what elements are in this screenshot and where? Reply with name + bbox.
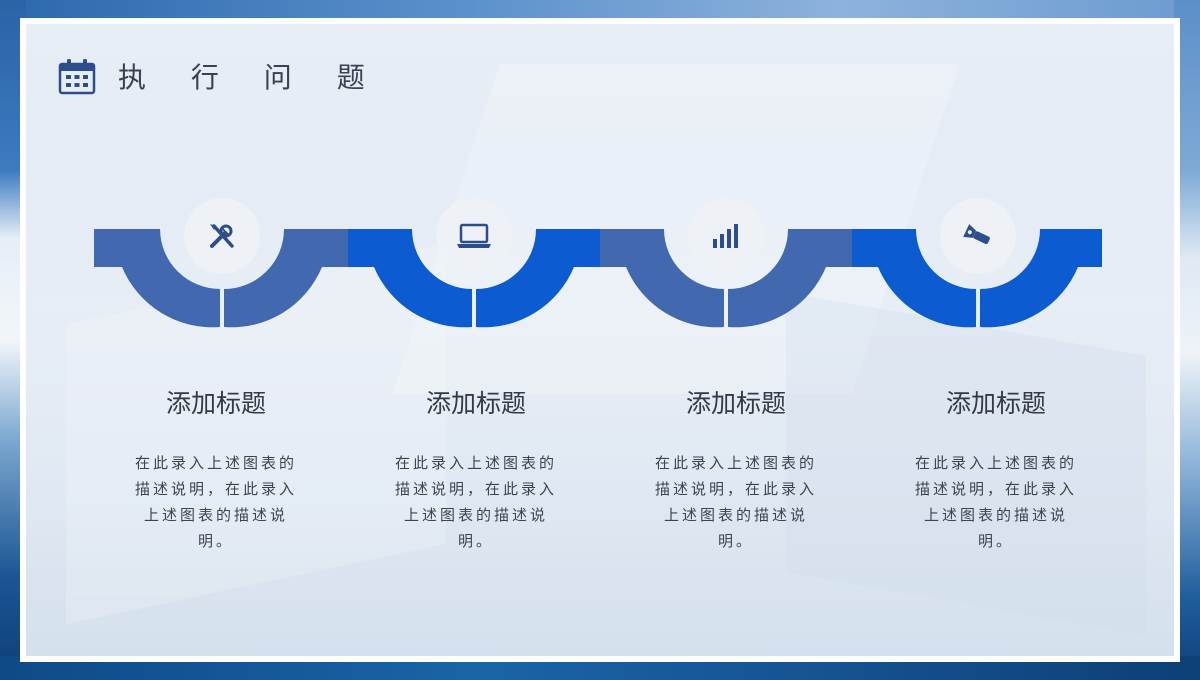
slide-panel: 执 行 问 题: [20, 18, 1180, 662]
step-2-description: 在此录入上述图表的描述说明，在此录入上述图表的描述说明。: [394, 454, 557, 550]
bar-chart-icon: [713, 224, 738, 248]
tools-icon: [210, 224, 234, 248]
step-4-icon-circle: [940, 198, 1016, 274]
wave-segment-4-right: [980, 229, 1102, 328]
step-4-description: 在此录入上述图表的描述说明，在此录入上述图表的描述说明。: [914, 454, 1077, 550]
step-1-title: 添加标题: [165, 389, 266, 418]
step-1: 添加标题 在此录入上述图表的描述说明，在此录入上述图表的描述说明。: [116, 384, 316, 554]
step-4-title: 添加标题: [945, 389, 1046, 418]
wave-segment-2-right: [476, 229, 600, 328]
wave-segment-4-left: [852, 229, 976, 328]
step-4: 添加标题 在此录入上述图表的描述说明，在此录入上述图表的描述说明。: [896, 384, 1096, 554]
flashlight-icon: [963, 224, 990, 245]
step-2-icon-circle: [436, 198, 512, 274]
step-1-description: 在此录入上述图表的描述说明，在此录入上述图表的描述说明。: [134, 454, 297, 550]
laptop-icon: [457, 223, 491, 248]
step-3: 添加标题 在此录入上述图表的描述说明，在此录入上述图表的描述说明。: [636, 384, 836, 554]
step-2: 添加标题 在此录入上述图表的描述说明，在此录入上述图表的描述说明。: [376, 384, 576, 554]
wave-segment-1-left: [94, 229, 220, 328]
wave-segment-3-left: [600, 229, 724, 328]
step-3-icon-circle: [688, 198, 764, 274]
process-wave: [94, 229, 1102, 328]
wave-segment-2-left: [348, 229, 472, 328]
page-title: 执 行 问 题: [118, 61, 383, 94]
wave-segment-3-right: [728, 229, 852, 328]
step-3-title: 添加标题: [685, 389, 786, 418]
step-2-title: 添加标题: [425, 389, 526, 418]
slide-header: 执 行 问 题: [58, 56, 383, 96]
step-1-icon-circle: [184, 198, 260, 274]
step-3-description: 在此录入上述图表的描述说明，在此录入上述图表的描述说明。: [654, 454, 817, 550]
wave-segment-1-right: [224, 229, 348, 328]
calendar-icon: [58, 59, 96, 95]
background-photo-top: [0, 0, 1200, 20]
